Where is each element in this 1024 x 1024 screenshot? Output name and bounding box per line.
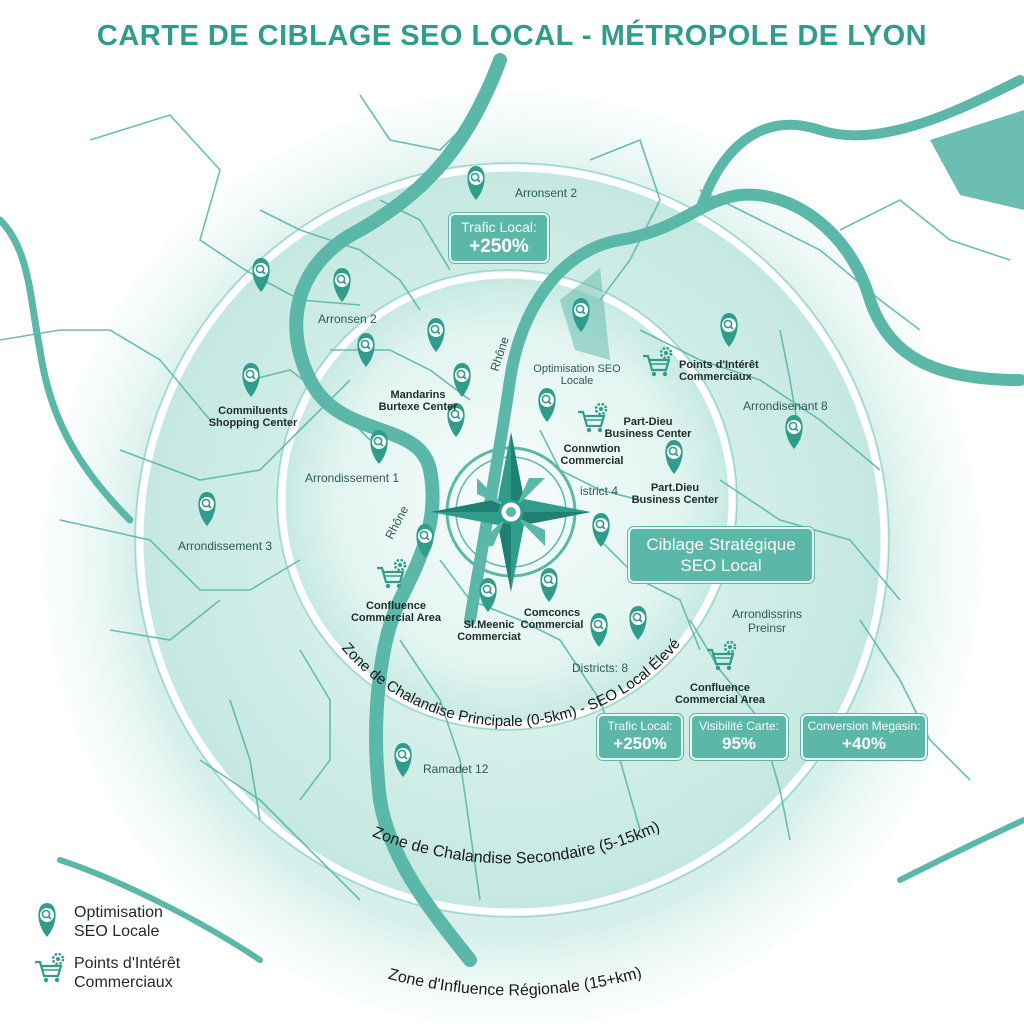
legend-seo: Optimisation SEO Locale [32,901,292,951]
compass-rose-icon [431,432,591,592]
svg-text:Part.Dieu: Part.Dieu [651,482,699,494]
svg-text:Preinsr: Preinsr [748,621,786,635]
svg-text:Business Center: Business Center [605,428,693,440]
place-labels: Optimisation SEO Locale Mandarins Burtex… [209,359,766,706]
svg-text:Comconcs: Comconcs [524,607,580,619]
legend-seo-label: SEO Locale [74,923,160,940]
svg-text:Confluence: Confluence [690,682,750,694]
district-labels: Arronsent 2 Arronsen 2 Arrondissement 1 … [178,186,828,776]
svg-text:Commercial Area: Commercial Area [675,694,766,706]
svg-text:Shopping Center: Shopping Center [209,417,298,429]
shopping-cart-gear-icon [33,952,65,984]
svg-text:Arronsent 2: Arronsent 2 [515,186,577,200]
svg-text:Commiluents: Commiluents [218,405,288,417]
svg-text:Confluence: Confluence [366,600,426,612]
page-title: CARTE DE CIBLAGE SEO LOCAL - MÉTROPOLE D… [96,20,928,52]
svg-text:Arrondissement 3: Arrondissement 3 [178,539,272,553]
rhone-river [289,53,507,967]
svg-text:Commerciat: Commerciat [457,631,521,643]
svg-text:Arrondissement 1: Arrondissement 1 [305,471,399,485]
legend-poi-label: Points d'Intérêt [74,955,181,972]
svg-text:istrict 4: istrict 4 [580,484,618,498]
svg-text:Part-Dieu: Part-Dieu [624,416,673,428]
ciblage-callout: Ciblage Stratégique SEO Local [628,527,814,583]
svg-text:Locale: Locale [561,375,593,387]
svg-text:Optimisation SEO: Optimisation SEO [533,363,621,375]
legend-poi-label: Commerciaux [74,974,173,991]
visibilite-callout: Visibilité Carte: 95% [690,714,788,760]
svg-text:Mandarins: Mandarins [390,389,445,401]
svg-text:Districts: 8: Districts: 8 [572,661,628,675]
svg-text:Ramadet 12: Ramadet 12 [423,762,489,776]
svg-text:Commerciaux: Commerciaux [679,371,753,383]
legend-poi: Points d'Intérêt Commerciaux [32,952,292,1002]
saone-river [464,188,1024,626]
svg-text:Points d'Intérêt: Points d'Intérêt [679,359,759,371]
svg-text:Sl.Meenic: Sl.Meenic [464,619,515,631]
svg-text:Connwtion: Connwtion [564,443,621,455]
svg-text:Burtexe Center: Burtexe Center [379,401,459,413]
rivers [0,53,1024,967]
legend-seo-label: Optimisation [74,904,163,921]
search-pin-icon [37,902,57,938]
svg-text:Arronsen 2: Arronsen 2 [318,312,377,326]
svg-text:Commercial: Commercial [561,455,624,467]
svg-text:Arrondisenant 8: Arrondisenant 8 [743,399,828,413]
trafic-top-callout: Trafic Local: +250% [449,213,549,263]
conversion-callout: Conversion Megasin: +40% [801,714,927,760]
svg-text:Commercial: Commercial [521,619,584,631]
svg-text:Business Center: Business Center [632,494,720,506]
svg-text:Arrondissrins: Arrondissrins [732,607,802,621]
trafic-callout: Trafic Local: +250% [597,714,683,760]
svg-text:Commercial Area: Commercial Area [351,612,442,624]
